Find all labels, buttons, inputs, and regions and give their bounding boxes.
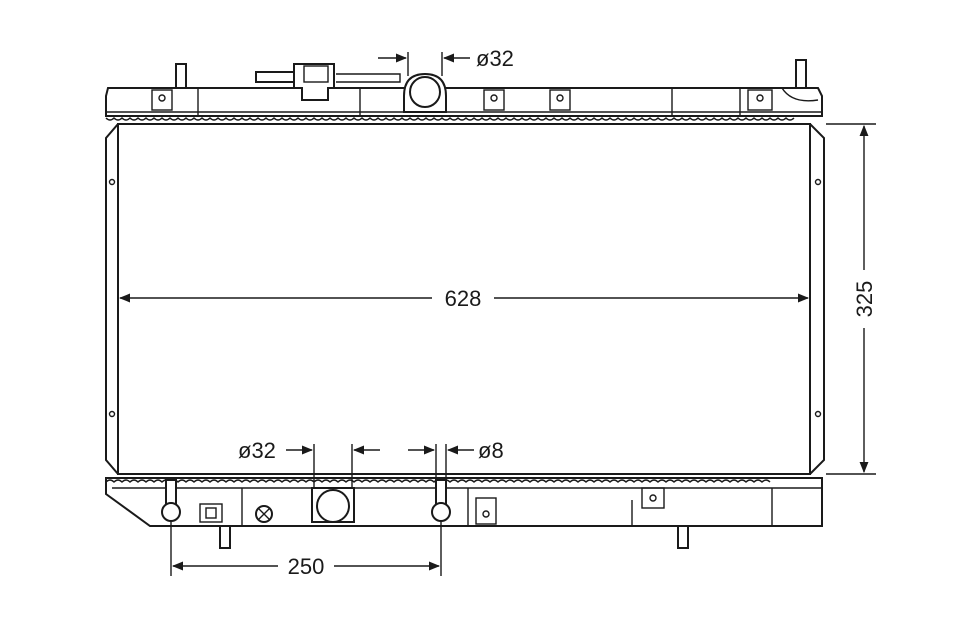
top-inlet-diameter-label: ø32 (476, 46, 514, 71)
bottom-outlet-diameter-label: ø32 (238, 438, 276, 463)
dimension-lines (118, 52, 876, 576)
core-width-label: 628 (445, 286, 482, 311)
bottom-tank (105, 477, 823, 549)
top-tank (105, 59, 823, 121)
mount-spacing-label: 250 (288, 554, 325, 579)
radiator-core (105, 123, 825, 475)
drain-diameter-label: ø8 (478, 438, 504, 463)
core-height-label: 325 (852, 281, 877, 318)
